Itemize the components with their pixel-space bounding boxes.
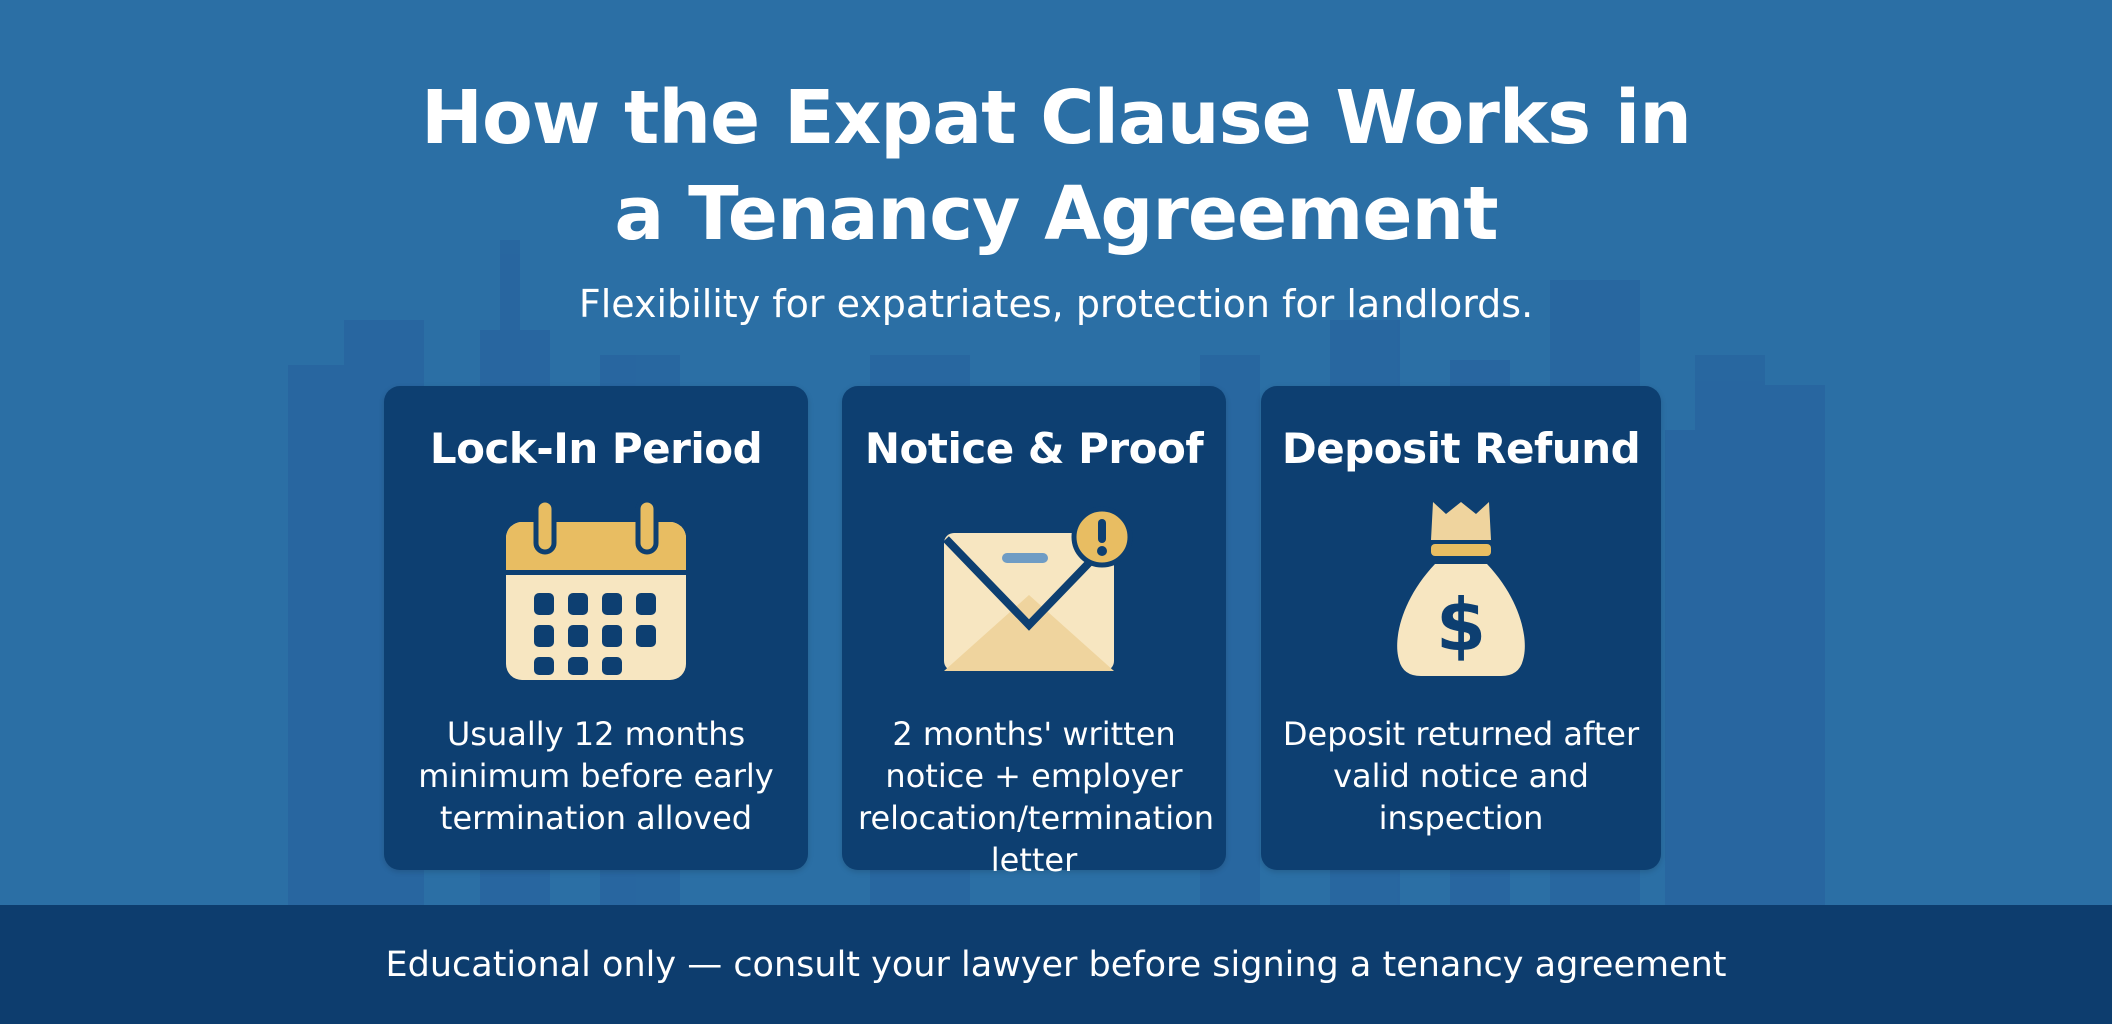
card-title: Deposit Refund	[1281, 424, 1641, 473]
page-title: How the Expat Clause Works in a Tenancy …	[0, 70, 2112, 262]
disclaimer-text: Educational only — consult your lawyer b…	[385, 944, 1727, 985]
svg-text:$: $	[1436, 583, 1486, 667]
card-description: Usually 12 months minimum before early t…	[418, 715, 774, 837]
subtitle: Flexibility for expatriates, protection …	[578, 282, 1534, 326]
envelope-alert-icon	[842, 495, 1226, 685]
card-title: Notice & Proof	[864, 424, 1204, 473]
footer-disclaimer-bar: Educational only — consult your lawyer b…	[0, 905, 2112, 1024]
card-notice-and-proof: Notice & Proof 2 months' written notice …	[842, 386, 1226, 879]
card-lock-in-period: Lock-In Period Usually 12 months minimum…	[384, 386, 808, 870]
card-deposit-refund: Deposit Refund $ Deposit returned after …	[1261, 386, 1661, 870]
card-description: Deposit returned after valid notice and …	[1282, 715, 1640, 837]
calendar-icon	[384, 495, 808, 685]
title-line-2: a Tenancy Agreement	[614, 171, 1498, 257]
card-title: Lock-In Period	[429, 424, 763, 473]
money-bag-icon: $	[1261, 495, 1661, 685]
card-description: 2 months' written notice + employer relo…	[858, 715, 1214, 879]
title-line-1: How the Expat Clause Works in	[421, 75, 1692, 161]
